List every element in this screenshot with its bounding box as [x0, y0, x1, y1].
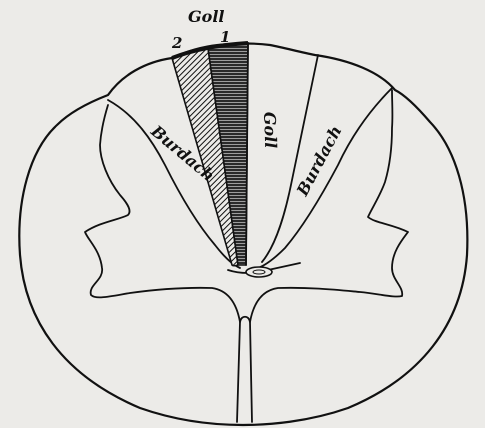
goll-top-label: Goll: [188, 7, 225, 26]
goll-inner-label: Goll: [260, 111, 280, 148]
central-canal: [246, 267, 272, 277]
burdach-right-label: Burdach: [292, 122, 345, 199]
anterior-median-fissure: [237, 317, 252, 422]
tract-1-number: 1: [220, 28, 230, 46]
tract-2-number: 2: [171, 34, 182, 52]
